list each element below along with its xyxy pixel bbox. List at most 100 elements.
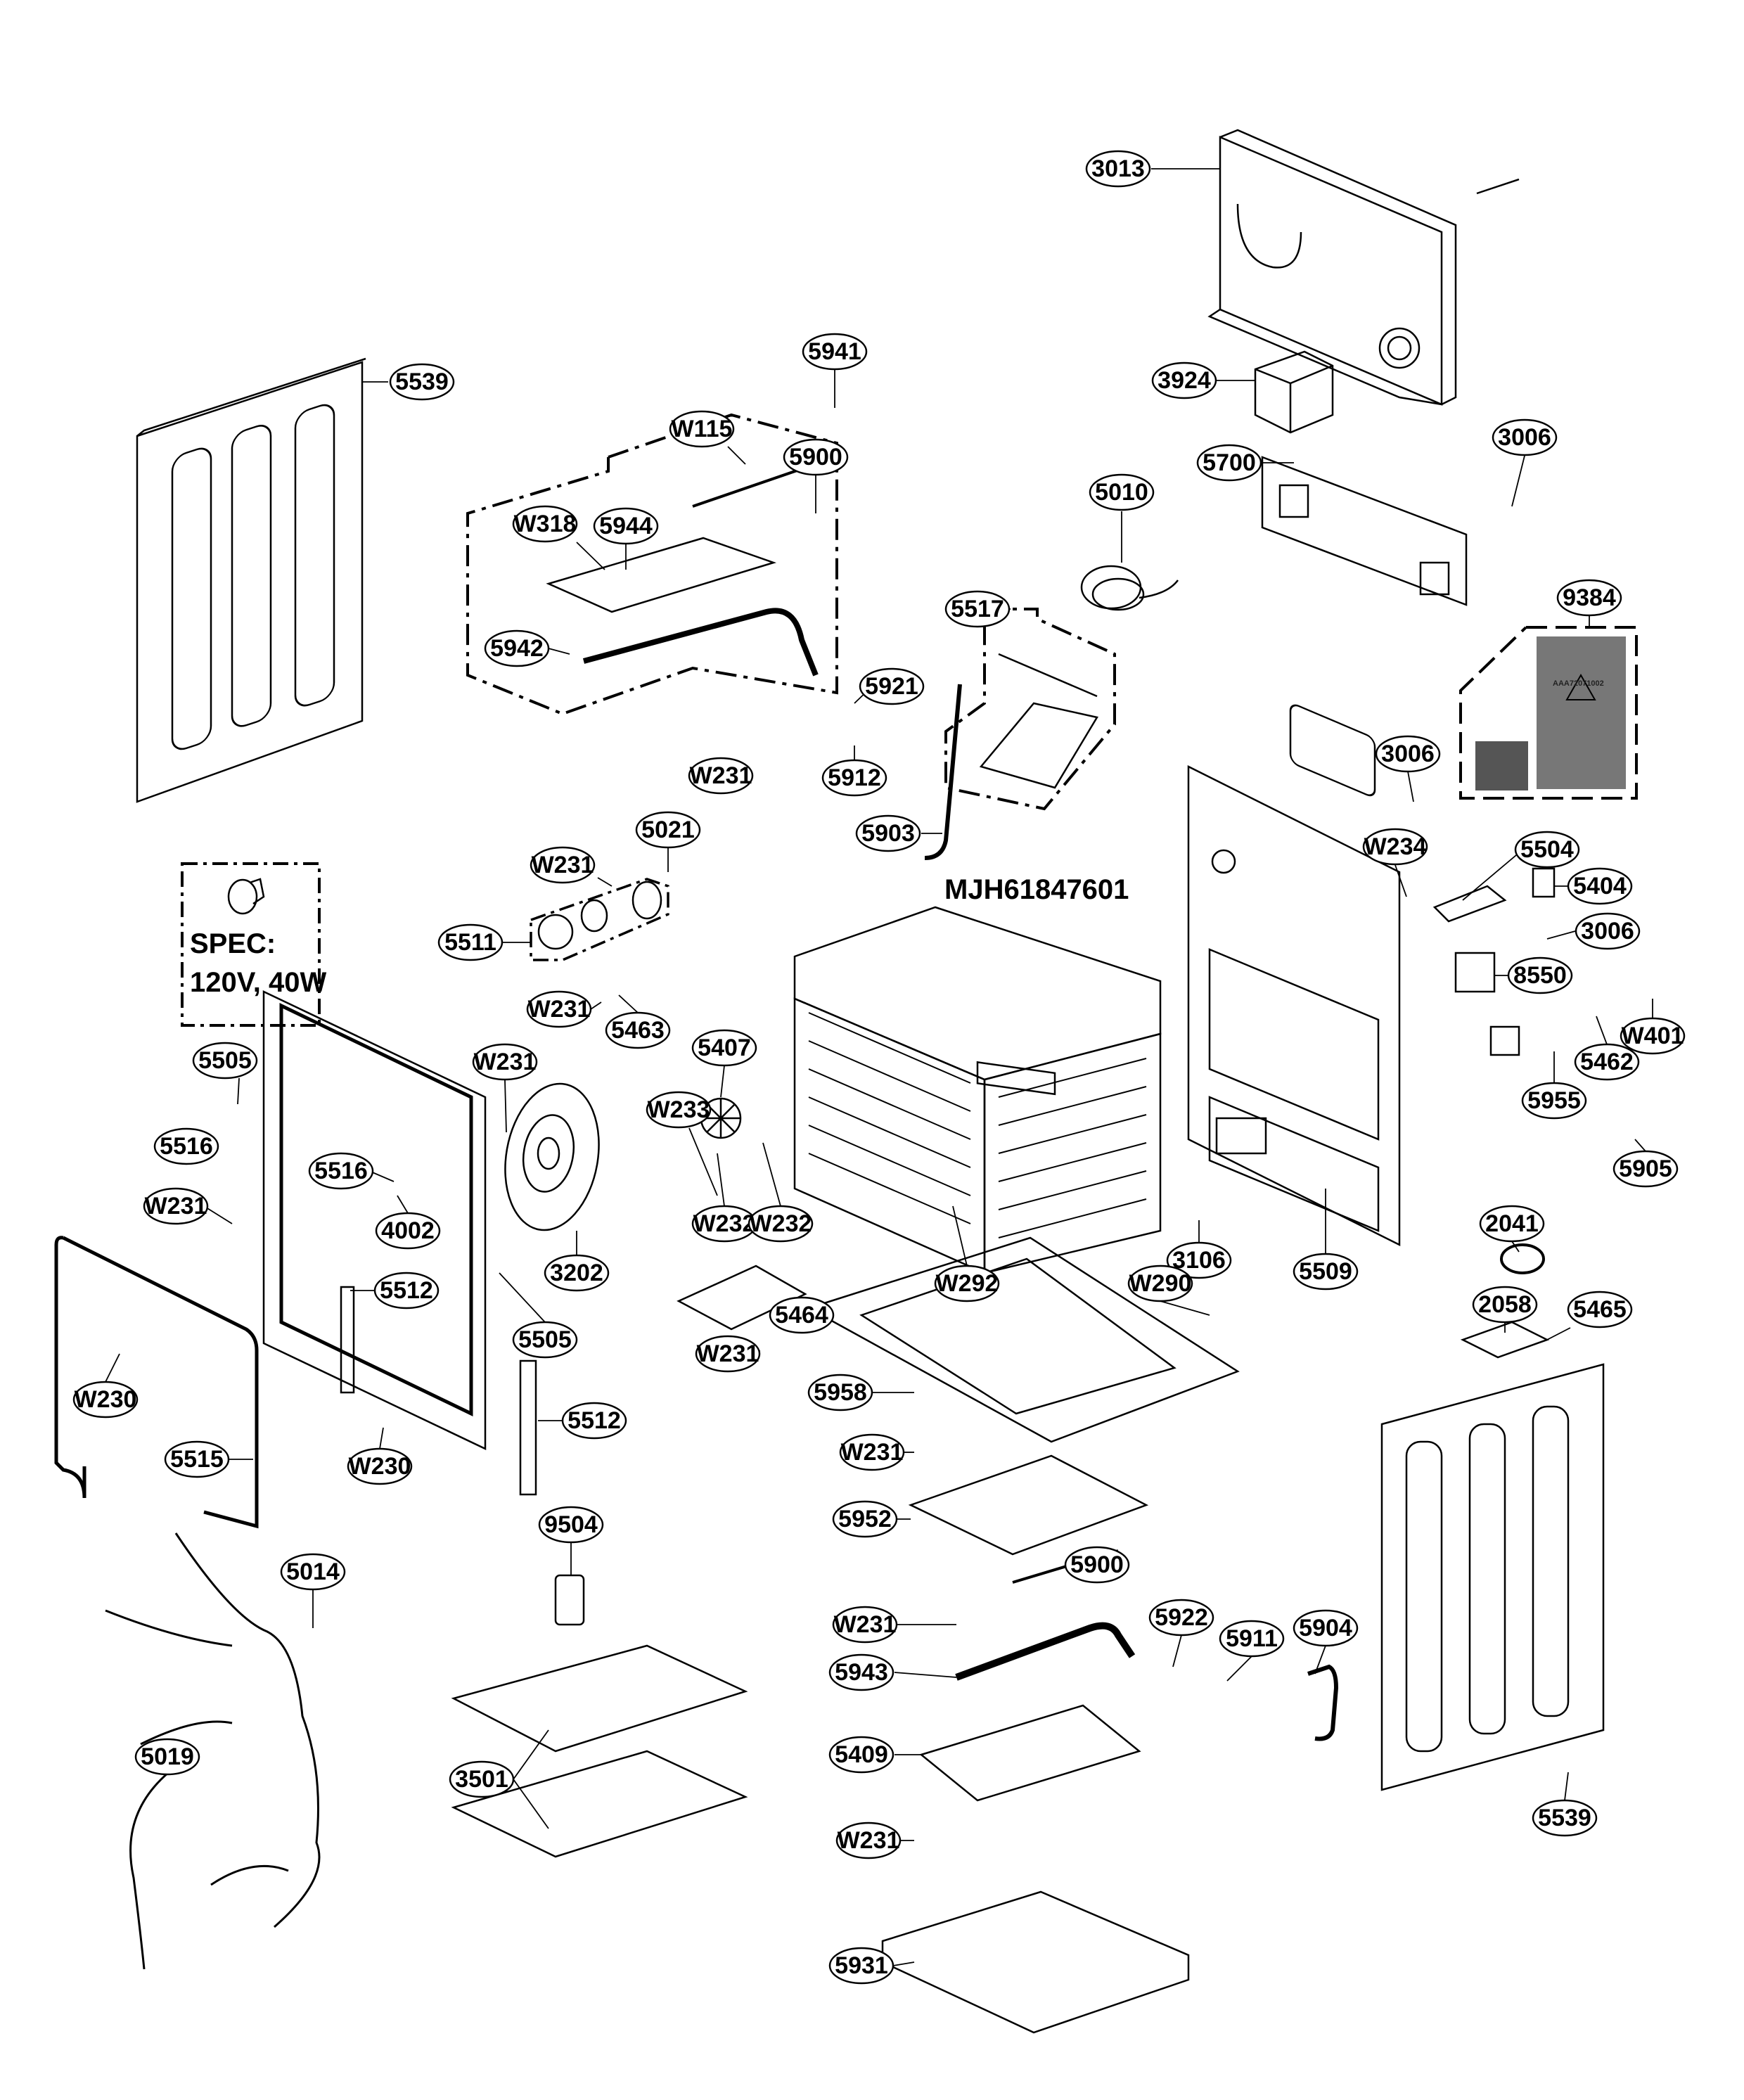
callout-bubble xyxy=(1219,1620,1285,1658)
callout-bubble xyxy=(280,1553,346,1591)
callout-5516: 5516 xyxy=(153,1127,219,1165)
valve-5955 xyxy=(1489,1025,1520,1056)
part-code-label: MJH61847601 xyxy=(944,874,1129,905)
callout-bubble xyxy=(783,438,849,476)
callout-bubble xyxy=(1492,418,1558,456)
hinge-strip-5512 xyxy=(519,1359,537,1496)
callout-label: 3006 xyxy=(1581,918,1634,945)
callout-label: W233 xyxy=(648,1096,710,1123)
callout-w290: W290 xyxy=(1127,1265,1193,1302)
callout-bubble xyxy=(802,333,868,371)
callout-label: W318 xyxy=(514,511,577,537)
callout-bubble xyxy=(449,1760,515,1798)
callout-5512: 5512 xyxy=(373,1272,440,1310)
broil-burner-5942 xyxy=(546,537,819,677)
broil-burner-assembly-5941 xyxy=(466,413,838,716)
callout-label: 5504 xyxy=(1520,836,1574,863)
callout-5465: 5465 xyxy=(1567,1291,1633,1328)
callout-3106: 3106 xyxy=(1166,1241,1232,1279)
deflector-5952 xyxy=(908,1454,1149,1556)
callout-bubble xyxy=(1479,1205,1545,1243)
oven-cavity xyxy=(793,906,1162,1274)
callout-label: 5958 xyxy=(814,1379,867,1406)
callout-w234: W234 xyxy=(1362,828,1428,866)
callout-label: W234 xyxy=(1364,833,1427,860)
callout-bubble xyxy=(347,1447,413,1485)
igniter-5900-top xyxy=(692,466,806,508)
callout-label: 3106 xyxy=(1172,1247,1226,1274)
callout-bubble xyxy=(1567,867,1633,905)
callout-5010: 5010 xyxy=(1089,473,1155,511)
callout-8550: 8550 xyxy=(1507,956,1573,994)
callout-bubble xyxy=(1166,1241,1232,1279)
callout-3501: 3501 xyxy=(449,1760,515,1798)
callout-bubble xyxy=(646,1091,712,1129)
callout-5931: 5931 xyxy=(828,1947,895,1985)
callout-label: 5021 xyxy=(641,817,695,843)
callout-w231: W231 xyxy=(695,1335,761,1373)
bracket-5504 xyxy=(1432,885,1507,923)
callout-label: 5409 xyxy=(835,1741,888,1768)
callout-w231: W231 xyxy=(832,1606,898,1644)
callout-label: 5014 xyxy=(286,1558,340,1585)
callout-5407: 5407 xyxy=(691,1029,757,1067)
callout-bubble xyxy=(1127,1265,1193,1302)
callout-label: W231 xyxy=(532,852,594,878)
callout-5903: 5903 xyxy=(855,814,921,852)
callout-5021: 5021 xyxy=(635,811,701,849)
callout-5539: 5539 xyxy=(389,363,455,401)
callout-5921: 5921 xyxy=(859,667,925,705)
callout-w292: W292 xyxy=(934,1265,1000,1302)
rear-wall-5509 xyxy=(1187,764,1401,1247)
oven-racks-3501 xyxy=(451,1644,748,1858)
callout-bubble xyxy=(544,1254,610,1292)
callout-bubble xyxy=(472,1043,538,1081)
callout-bubble xyxy=(769,1296,835,1334)
callout-w231: W231 xyxy=(526,990,592,1028)
callout-5511: 5511 xyxy=(437,923,504,961)
spec-box xyxy=(181,862,321,1027)
callout-label: 5404 xyxy=(1573,873,1627,899)
callout-5941: 5941 xyxy=(802,333,868,371)
callout-2041: 2041 xyxy=(1479,1205,1545,1243)
callout-bubble xyxy=(538,1506,604,1544)
callout-w115: W115 xyxy=(669,410,735,448)
callout-bubble xyxy=(72,1381,139,1419)
callout-5944: 5944 xyxy=(593,507,659,545)
callout-label: 3924 xyxy=(1158,367,1211,394)
wire-harness-5014 xyxy=(105,1532,321,1928)
tube-5904 xyxy=(1307,1664,1339,1741)
wire-harness-5019 xyxy=(129,1771,169,1970)
callout-bubble xyxy=(1567,1291,1633,1328)
callout-bubble xyxy=(1521,1082,1587,1120)
rear-panel-3013 xyxy=(1207,129,1520,797)
callout-bubble xyxy=(1514,831,1580,869)
callout-bubble xyxy=(1196,444,1262,482)
callout-5515: 5515 xyxy=(164,1440,230,1478)
callout-3924: 3924 xyxy=(1151,361,1217,399)
callout-9504: 9504 xyxy=(538,1506,604,1544)
callout-5900: 5900 xyxy=(783,438,849,476)
callout-label: W292 xyxy=(936,1270,999,1297)
callout-5505: 5505 xyxy=(192,1042,258,1080)
callout-9384: 9384 xyxy=(1556,579,1622,617)
callout-label: 5512 xyxy=(380,1277,433,1304)
callout-label: 5505 xyxy=(198,1047,252,1074)
callout-label: W290 xyxy=(1129,1270,1192,1297)
leader-lines xyxy=(105,168,1653,1966)
callout-w231: W231 xyxy=(688,757,754,795)
tube-5903 xyxy=(924,684,962,860)
callout-label: 5900 xyxy=(789,444,842,470)
callout-w318: W318 xyxy=(512,505,578,543)
callout-5516: 5516 xyxy=(308,1152,374,1190)
callout-bubble xyxy=(526,990,592,1028)
light-bulb-5511 xyxy=(537,881,662,950)
callout-label: 5516 xyxy=(314,1158,368,1184)
door-frame xyxy=(262,990,487,1450)
callout-bubble xyxy=(561,1402,627,1440)
callout-bubble xyxy=(1151,361,1217,399)
callout-bubble xyxy=(1472,1286,1538,1324)
callout-label: 5539 xyxy=(395,369,449,395)
callout-bubble xyxy=(807,1374,873,1411)
